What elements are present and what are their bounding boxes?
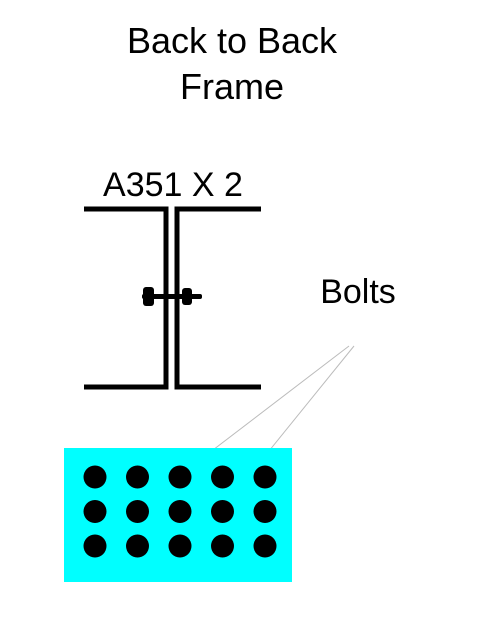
bolt-hole [168,500,192,523]
title-line-2: Frame [180,66,284,107]
bolt-hole [168,465,192,489]
bolt-hole [211,534,234,558]
bolt-hole [83,534,107,558]
bolt-hole [253,465,277,489]
bolt-nut [182,288,192,305]
bolt-hole [126,465,149,489]
connecting-bolt [142,287,202,306]
bolt-hole [83,500,107,523]
bolt-hole [126,534,149,558]
bolt-hole [83,465,107,489]
bolt-hole [211,500,234,523]
bolt-head [143,287,154,306]
bolts-label: Bolts [320,273,396,311]
section-label: A351 X 2 [103,166,243,204]
bolt-hole [253,500,277,523]
bolt-hole [126,500,149,523]
bolt-hole [253,534,277,558]
bolt-grid [83,465,277,558]
bolt-hole [168,534,192,558]
title-line-1: Back to Back [127,20,338,61]
bolt-hole [211,465,234,489]
